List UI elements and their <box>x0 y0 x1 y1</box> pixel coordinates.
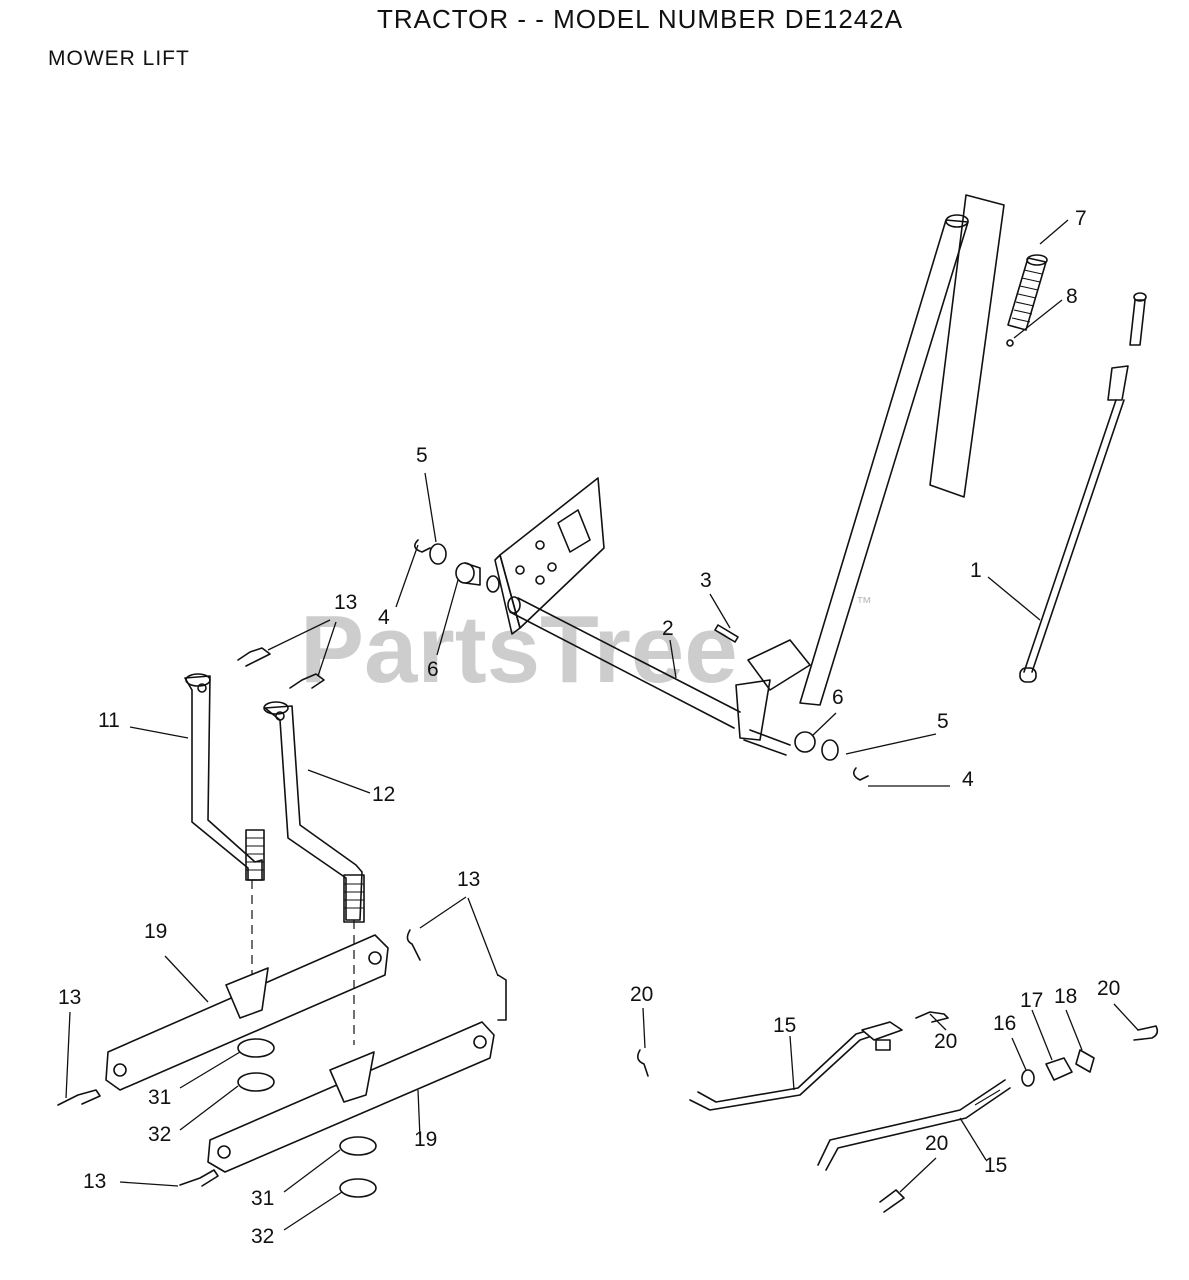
bushings-upper <box>237 1038 275 1092</box>
callout-3: 3 <box>700 569 712 592</box>
callout-20-mid: 20 <box>934 1030 957 1053</box>
hairpin-clips-lower <box>57 929 507 1187</box>
right-shaft-hardware <box>794 731 869 781</box>
lift-arm-part-19-upper <box>105 934 389 1091</box>
callout-7: 7 <box>1075 207 1087 230</box>
callout-13-bottom: 13 <box>83 1170 106 1193</box>
callout-12: 12 <box>372 783 395 806</box>
callout-15-upper: 15 <box>773 1014 796 1037</box>
deck-rod-part-15-lower <box>817 1079 1011 1171</box>
pin-part-3 <box>714 624 739 643</box>
mounting-bracket <box>494 477 605 635</box>
callout-16: 16 <box>993 1012 1016 1035</box>
callout-4-left: 4 <box>378 606 390 629</box>
callout-5-left: 5 <box>416 444 428 467</box>
callout-15-lower: 15 <box>984 1154 1007 1177</box>
callout-31-upper: 31 <box>148 1086 171 1109</box>
callout-5-right: 5 <box>937 710 949 733</box>
callout-31-lower: 31 <box>251 1187 274 1210</box>
callout-labels: 1 2 3 4 4 5 5 6 6 7 8 11 12 13 13 13 13 … <box>58 207 1120 1248</box>
callout-13-right: 13 <box>457 868 480 891</box>
cross-shaft-part-2 <box>507 596 791 756</box>
watermark-trademark: ™ <box>856 595 872 612</box>
callout-20-left: 20 <box>630 983 653 1006</box>
lift-link-part-12 <box>263 701 365 923</box>
deck-rod-part-15-upper <box>689 1021 903 1111</box>
callout-1: 1 <box>970 559 982 582</box>
pin-part-8 <box>1006 339 1014 347</box>
callout-11: 11 <box>98 709 120 732</box>
hairpin-clips-top <box>237 647 325 689</box>
callout-17: 17 <box>1020 989 1043 1012</box>
callout-32-upper: 32 <box>148 1123 171 1146</box>
callout-6-left: 6 <box>427 658 439 681</box>
callout-20-bottom: 20 <box>925 1132 948 1155</box>
lift-link-part-11 <box>184 673 265 881</box>
lift-rod-part-1 <box>1019 292 1147 683</box>
section-title: MOWER LIFT <box>48 47 190 70</box>
callout-8: 8 <box>1066 285 1078 308</box>
callout-13-left: 13 <box>58 986 81 1009</box>
callout-13-top: 13 <box>334 591 357 614</box>
lift-handle <box>735 194 1005 741</box>
callout-19-upper: 19 <box>144 920 167 943</box>
spring-part-7 <box>1007 254 1048 331</box>
lift-arm-part-19-lower <box>207 1021 495 1173</box>
page-title: TRACTOR - - MODEL NUMBER DE1242A <box>376 4 904 34</box>
callout-2: 2 <box>662 617 674 640</box>
callout-32-lower: 32 <box>251 1225 274 1248</box>
leader-lines <box>65 219 1139 1231</box>
left-shaft-hardware <box>414 539 500 593</box>
bushings-lower <box>339 1136 377 1198</box>
callout-6-right: 6 <box>832 686 844 709</box>
deck-rod-hardware <box>636 1011 1159 1213</box>
callout-18: 18 <box>1054 985 1077 1008</box>
callout-20-right: 20 <box>1097 977 1120 1000</box>
callout-4-right: 4 <box>962 768 974 791</box>
callout-19-lower: 19 <box>414 1128 437 1151</box>
watermark: PartsTree <box>300 596 738 703</box>
